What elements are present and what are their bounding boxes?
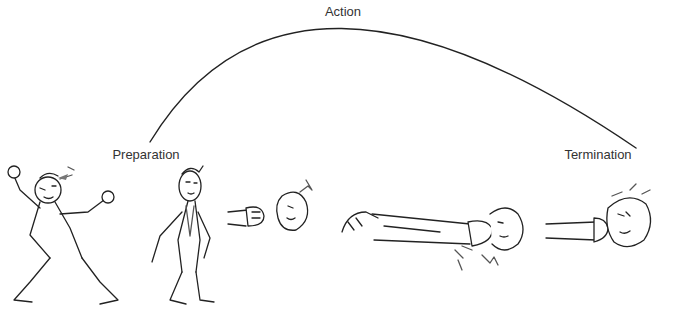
victim-head: [277, 180, 312, 230]
punch-arm-sketch: [342, 208, 523, 270]
action-arc: [150, 28, 636, 148]
stage-label: Preparation: [112, 147, 179, 162]
termination-sketch: [546, 184, 651, 247]
fist-sketch: [228, 207, 264, 226]
stage-label: Action: [325, 4, 361, 19]
puncher-figure: [8, 166, 118, 304]
victim-figure: [152, 166, 214, 304]
stage-label: Termination: [564, 147, 631, 162]
